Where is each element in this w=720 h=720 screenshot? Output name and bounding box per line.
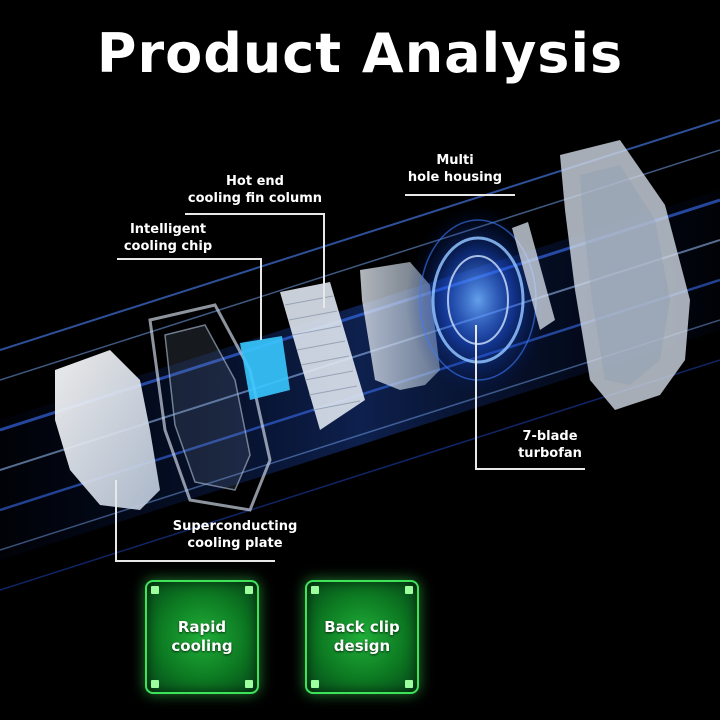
callout-line-1: 7-blade (522, 429, 578, 444)
callout-line-1: Hot end (226, 174, 284, 189)
fin-column-part (280, 282, 365, 430)
cooling-chip-part (240, 336, 290, 400)
badge-line-2: design (333, 637, 391, 655)
leader-turbofan-v (475, 325, 477, 470)
cooling-plate-part (55, 350, 160, 510)
leader-plate-h (115, 560, 275, 562)
callout-multi-hole-housing: Multi hole housing (395, 152, 515, 186)
leader-chip-h (117, 258, 262, 260)
leader-plate-v (115, 480, 117, 562)
callout-line-1: Intelligent (129, 222, 207, 237)
housing-part (560, 140, 690, 410)
badge-line-1: Rapid (177, 618, 227, 636)
fan-cover-part (512, 222, 555, 330)
callout-cooling-plate: Superconducting cooling plate (160, 518, 310, 552)
callout-line-1: Superconducting (172, 519, 298, 534)
badge-line-2: cooling (171, 637, 233, 655)
badge-line-1: Back clip (324, 618, 400, 636)
leader-fin-column-h (185, 213, 325, 215)
callout-line-2: cooling plate (187, 536, 283, 551)
callout-cooling-chip: Intelligent cooling chip (113, 221, 223, 255)
callout-line-1: Multi (436, 153, 474, 168)
callout-line-2: hole housing (407, 170, 503, 185)
leader-turbofan-h (475, 468, 585, 470)
callout-line-2: cooling fin column (187, 191, 323, 206)
leader-housing (405, 194, 515, 196)
back-frame-part (148, 303, 272, 512)
leader-chip-v (260, 258, 262, 340)
callout-fin-column: Hot end cooling fin column (180, 173, 330, 207)
page-title: Product Analysis (96, 22, 624, 85)
callout-line-2: turbofan (518, 446, 582, 461)
leader-fin-column-v (323, 213, 325, 308)
badge-back-clip: Back clip design (305, 580, 419, 694)
badge-label: Rapid cooling (171, 618, 232, 656)
callout-line-2: cooling chip (123, 239, 213, 254)
badge-label: Back clip design (324, 618, 400, 656)
badge-rapid-cooling: Rapid cooling (145, 580, 259, 694)
callout-turbofan: 7-blade turbofan (510, 428, 590, 462)
